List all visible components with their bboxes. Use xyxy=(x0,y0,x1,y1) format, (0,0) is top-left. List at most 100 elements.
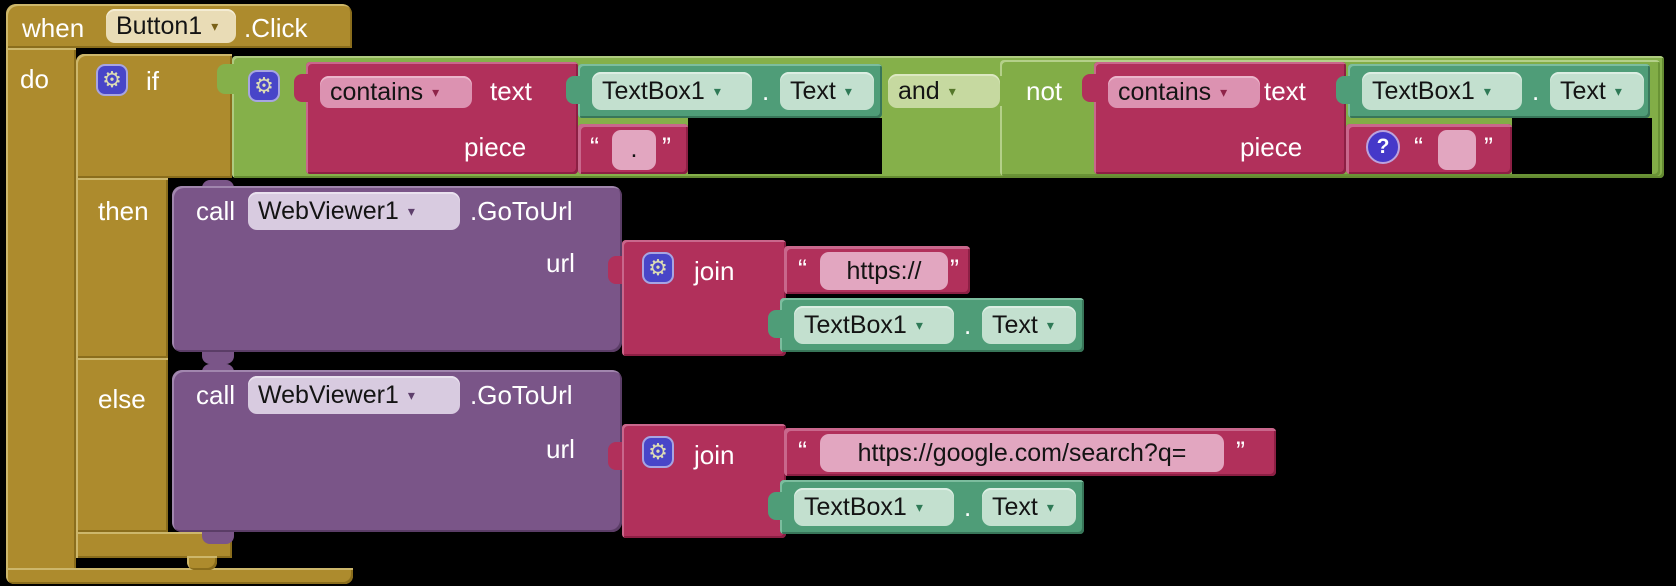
if-block-then-column[interactable] xyxy=(76,178,168,358)
and-operator-dropdown[interactable]: and ▾ xyxy=(888,74,1000,108)
dropdown-arrow-icon: ▾ xyxy=(1614,82,1622,99)
textbox-getter-2-left-plug xyxy=(1336,76,1350,104)
open-quote: “ xyxy=(590,132,599,162)
component-dropdown-button1[interactable]: Button1 ▾ xyxy=(106,9,236,43)
dropdown-arrow-icon: ▾ xyxy=(844,82,852,99)
string-value: https://google.com/search?q= xyxy=(857,438,1187,467)
dropdown-arrow-icon: ▾ xyxy=(1046,498,1054,515)
dropdown-arrow-icon: ▾ xyxy=(211,17,219,34)
piece-param-label: piece xyxy=(1240,132,1303,162)
join-block-2-left-plug xyxy=(608,442,624,470)
close-quote: ” xyxy=(1484,132,1493,162)
canvas-gap xyxy=(688,118,882,174)
join-block-1-left-plug xyxy=(608,256,624,284)
dropdown-arrow-icon: ▾ xyxy=(1220,83,1228,100)
getter-component-dropdown-1[interactable]: TextBox1 ▾ xyxy=(592,72,752,110)
and-operator-value: and xyxy=(898,76,940,105)
text-param-label: text xyxy=(490,76,532,106)
open-quote: “ xyxy=(798,436,807,466)
string-input-dot[interactable]: . xyxy=(612,130,656,170)
getter-component-value: TextBox1 xyxy=(804,310,907,339)
join-label: join xyxy=(694,256,735,286)
when-block-bottom-bar[interactable] xyxy=(6,568,353,584)
if-block-bottom-connector-tab xyxy=(187,556,217,570)
call-component-value: WebViewer1 xyxy=(258,196,399,225)
event-name-click: .Click xyxy=(244,13,308,43)
when-block-left-column[interactable] xyxy=(6,48,76,570)
getter-component-dropdown-4[interactable]: TextBox1 ▾ xyxy=(794,488,954,526)
and-block-left-plug xyxy=(217,64,234,94)
join-mutator-gear-icon[interactable]: ⚙ xyxy=(642,252,674,284)
call-block-1-bottom-connector-tab xyxy=(202,352,234,364)
canvas-gap xyxy=(1512,118,1652,174)
gear-glyph: ⚙ xyxy=(648,255,668,280)
getter-property-value: Text xyxy=(1560,76,1606,105)
and-mutator-gear-icon[interactable]: ⚙ xyxy=(248,70,280,102)
getter-property-dropdown-4[interactable]: Text ▾ xyxy=(982,488,1076,526)
call-component-dropdown-1[interactable]: WebViewer1 ▾ xyxy=(248,192,460,230)
close-quote: ” xyxy=(662,132,671,162)
getter-property-value: Text xyxy=(790,76,836,105)
join-label: join xyxy=(694,440,735,470)
dropdown-arrow-icon: ▾ xyxy=(1046,316,1054,333)
getter-property-dropdown-2[interactable]: Text ▾ xyxy=(1550,72,1644,110)
string-value: https:// xyxy=(846,256,922,285)
dropdown-arrow-icon: ▾ xyxy=(432,83,440,100)
contains-operator-dropdown-1[interactable]: contains ▾ xyxy=(320,76,472,108)
gear-glyph: ⚙ xyxy=(648,439,668,464)
string-input-https[interactable]: https:// xyxy=(820,252,948,290)
if-mutator-gear-icon[interactable]: ⚙ xyxy=(96,64,128,96)
text-param-label: text xyxy=(1264,76,1306,106)
call-component-dropdown-2[interactable]: WebViewer1 ▾ xyxy=(248,376,460,414)
if-label: if xyxy=(146,66,159,96)
else-label: else xyxy=(98,384,146,414)
string-input-search-url[interactable]: https://google.com/search?q= xyxy=(820,434,1224,472)
getter-dot: . xyxy=(1532,76,1540,106)
string-value: . xyxy=(630,135,638,163)
do-label: do xyxy=(20,64,49,94)
if-block-else-column[interactable] xyxy=(76,358,168,532)
contains-operator-value: contains xyxy=(1118,77,1212,106)
contains-block-2-left-plug xyxy=(1082,74,1096,102)
when-keyword: when xyxy=(22,13,85,43)
getter-component-dropdown-2[interactable]: TextBox1 ▾ xyxy=(1362,72,1522,110)
call-label: call xyxy=(196,196,236,226)
contains-operator-dropdown-2[interactable]: contains ▾ xyxy=(1108,76,1260,108)
contains-operator-value: contains xyxy=(330,77,424,106)
open-quote: “ xyxy=(798,254,807,284)
string-input-empty[interactable] xyxy=(1438,130,1476,170)
dropdown-arrow-icon: ▾ xyxy=(915,316,923,333)
textbox-getter-3-left-plug xyxy=(768,310,782,338)
open-quote: “ xyxy=(1414,132,1423,162)
getter-dot: . xyxy=(762,76,770,106)
close-quote: ” xyxy=(1236,436,1245,466)
url-param-label: url xyxy=(546,248,575,278)
call-block-1-top-connector-tab xyxy=(202,180,234,190)
getter-property-dropdown-1[interactable]: Text ▾ xyxy=(780,72,874,110)
gear-glyph: ⚙ xyxy=(254,73,274,98)
dropdown-arrow-icon: ▾ xyxy=(713,82,721,99)
getter-property-value: Text xyxy=(992,492,1038,521)
textbox-getter-4-left-plug xyxy=(768,492,782,520)
join-mutator-gear-icon[interactable]: ⚙ xyxy=(642,436,674,468)
getter-component-dropdown-3[interactable]: TextBox1 ▾ xyxy=(794,306,954,344)
warning-help-icon[interactable]: ? xyxy=(1366,130,1400,164)
dropdown-arrow-icon: ▾ xyxy=(915,498,923,515)
getter-dot: . xyxy=(964,492,972,522)
call-block-2-bottom-connector-tab xyxy=(202,532,234,544)
call-component-value: WebViewer1 xyxy=(258,380,399,409)
dropdown-arrow-icon: ▾ xyxy=(407,202,415,219)
getter-dot: . xyxy=(964,310,972,340)
getter-component-value: TextBox1 xyxy=(1372,76,1475,105)
dropdown-arrow-icon: ▾ xyxy=(948,82,956,99)
call-label: call xyxy=(196,380,236,410)
call-method-label: .GoToUrl xyxy=(470,196,573,226)
dropdown-arrow-icon: ▾ xyxy=(407,386,415,403)
gear-glyph: ⚙ xyxy=(102,67,122,92)
getter-component-value: TextBox1 xyxy=(804,492,907,521)
component-dropdown-button1-value: Button1 xyxy=(116,11,203,40)
getter-component-value: TextBox1 xyxy=(602,76,705,105)
not-operator-label: not xyxy=(1026,76,1063,106)
getter-property-dropdown-3[interactable]: Text ▾ xyxy=(982,306,1076,344)
